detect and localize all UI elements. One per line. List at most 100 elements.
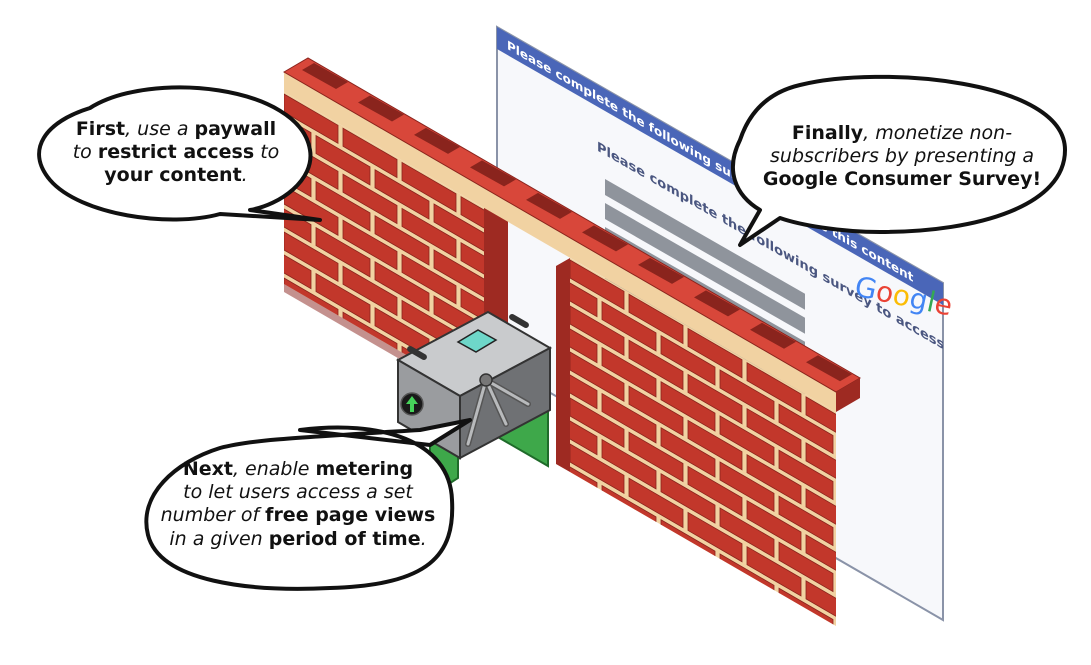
brick	[601, 392, 657, 444]
brick	[719, 369, 775, 421]
brick	[315, 272, 371, 324]
brick	[719, 507, 775, 559]
google-logo: Google	[852, 270, 955, 323]
brick	[601, 346, 657, 398]
brick	[433, 249, 484, 301]
text-segment: , enable	[232, 458, 316, 480]
brick	[805, 396, 836, 447]
brick	[570, 305, 625, 357]
brick	[746, 361, 802, 413]
brick	[660, 381, 716, 432]
brick-wall-right	[556, 258, 836, 626]
brick-hollow	[806, 355, 852, 382]
text-segment: .	[420, 527, 427, 550]
speech-bubble-next	[144, 418, 472, 591]
survey-option-row	[605, 178, 805, 310]
brick	[374, 169, 430, 220]
bold-phrase: Google Consumer Survey!	[762, 168, 1042, 191]
brick	[805, 580, 836, 626]
bold-phrase: Finally	[791, 122, 864, 144]
arrow-up-icon	[406, 396, 418, 412]
brick	[719, 415, 775, 467]
text-segment: to	[254, 141, 280, 164]
brick	[342, 173, 398, 225]
brick	[805, 442, 836, 493]
brick	[687, 511, 743, 563]
survey-option-row	[605, 202, 805, 334]
brick	[401, 253, 457, 305]
bubble-line: number of free page views	[156, 504, 440, 527]
card-slot	[407, 346, 427, 360]
bubble-line: Google Consumer Survey!	[752, 168, 1052, 191]
brick	[460, 195, 484, 247]
brick	[628, 293, 684, 345]
brick-hollow	[358, 95, 404, 122]
brick-hollow	[694, 290, 740, 317]
brick	[570, 443, 625, 495]
brick-hollow	[526, 192, 572, 219]
bubble-line: in a given period of time.	[156, 528, 440, 551]
brick	[570, 397, 625, 449]
brick-hollow	[470, 160, 516, 187]
brick	[628, 477, 684, 529]
brick	[460, 241, 484, 293]
brick	[719, 461, 775, 513]
brick-hollow	[582, 225, 628, 252]
brick	[570, 312, 598, 364]
brick	[315, 226, 371, 278]
bubble-line: Next, enable metering	[156, 458, 440, 481]
card-slot	[509, 314, 529, 328]
text-segment: subscribers by presenting a	[770, 145, 1034, 168]
brick-hollow	[302, 62, 348, 89]
text-segment: to	[72, 141, 98, 164]
brick	[433, 203, 484, 255]
brick	[342, 219, 398, 271]
bubble-line: your content.	[52, 164, 300, 187]
brick	[570, 351, 625, 403]
brick	[342, 127, 398, 179]
brick	[401, 207, 457, 259]
bold-phrase: your content	[104, 164, 242, 187]
brick	[284, 231, 339, 283]
brick	[315, 180, 371, 232]
brick	[778, 403, 834, 455]
brick	[570, 266, 598, 318]
text-segment: .	[241, 164, 248, 187]
text-segment: , use a	[125, 118, 195, 140]
speech-bubble-first	[37, 85, 322, 222]
brick	[660, 335, 716, 386]
brick	[374, 215, 430, 266]
bold-phrase: First	[75, 118, 126, 140]
brick	[805, 534, 836, 585]
text-segment: to let users access a set	[183, 481, 413, 504]
brick-hollow	[414, 127, 460, 154]
brick	[660, 473, 716, 524]
brick	[660, 427, 716, 478]
brick	[746, 407, 802, 459]
brick	[778, 541, 834, 593]
brick	[342, 265, 398, 317]
bubble-line: subscribers by presenting a	[752, 145, 1052, 168]
brick-hollow	[750, 322, 796, 349]
text-segment: , monetize non-	[863, 122, 1013, 144]
bubble-line: Finally, monetize non-	[752, 122, 1052, 145]
text-segment: in a given	[169, 527, 269, 550]
bubble-text-finally: Finally, monetize non-subscribers by pre…	[752, 122, 1052, 192]
bold-phrase: paywall	[194, 118, 277, 140]
speech-bubble-finally	[730, 74, 1067, 247]
brick-wall-top	[283, 57, 861, 412]
bubble-line: to restrict access to	[52, 141, 300, 164]
brick	[460, 287, 484, 339]
brick	[687, 327, 743, 379]
bubble-line: First, use a paywall	[52, 118, 300, 141]
brick	[628, 431, 684, 483]
brick	[805, 488, 836, 539]
brick	[687, 419, 743, 471]
brick	[746, 499, 802, 551]
bold-phrase: free page views	[265, 504, 436, 527]
brick-hollow	[638, 257, 684, 284]
brick	[315, 134, 371, 186]
